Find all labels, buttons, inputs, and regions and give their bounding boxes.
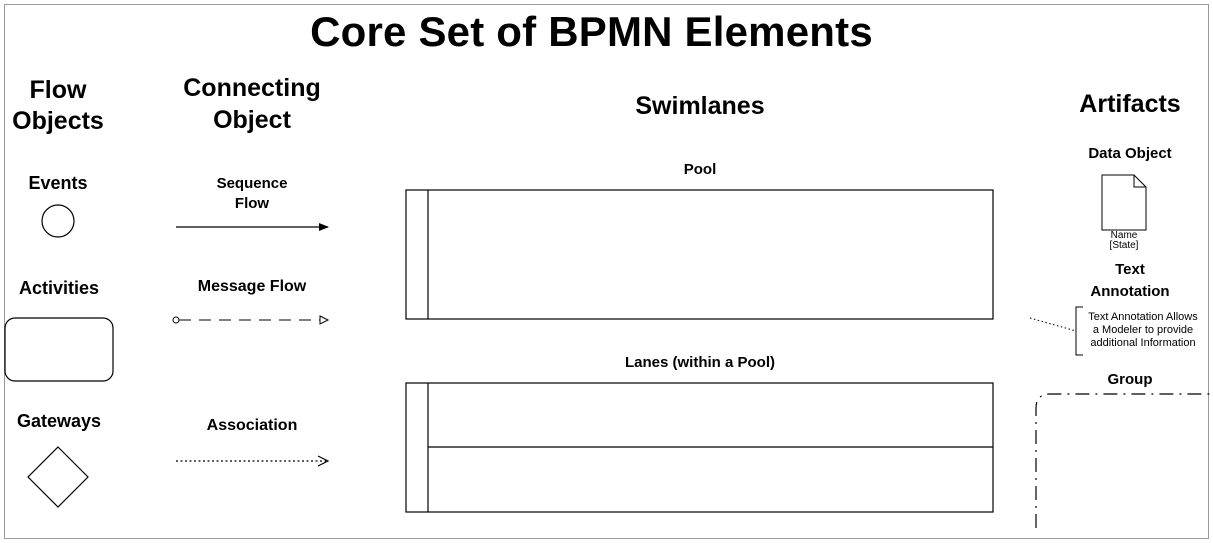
text-annotation-label-line1: Text bbox=[1115, 261, 1145, 278]
swimlanes-heading: Swimlanes bbox=[635, 92, 765, 120]
text-annotation-text-line2: a Modeler to provide bbox=[1092, 324, 1194, 336]
sequence-flow-label-line2: Flow bbox=[234, 195, 270, 212]
group-label: Group bbox=[1107, 371, 1153, 388]
data-object-label: Data Object bbox=[1088, 145, 1172, 162]
event-circle-icon bbox=[41, 204, 75, 238]
connecting-object-heading-line1: Connecting bbox=[183, 74, 321, 102]
text-annotation-text-line1: Text Annotation Allows bbox=[1088, 311, 1198, 323]
gateways-label: Gateways bbox=[16, 411, 102, 431]
pool-shape-icon bbox=[405, 189, 994, 320]
events-label: Events bbox=[28, 173, 88, 193]
association-label: Association bbox=[206, 417, 298, 434]
sequence-flow-label-line1: Sequence bbox=[216, 175, 288, 192]
message-flow-arrow-icon bbox=[172, 315, 330, 325]
flow-objects-heading-line2: Objects bbox=[12, 107, 104, 135]
diagram-frame bbox=[4, 4, 1209, 539]
activities-label: Activities bbox=[18, 278, 100, 298]
association-arrow-icon bbox=[176, 455, 330, 467]
text-annotation-icon bbox=[1029, 306, 1083, 356]
flow-objects-heading-line1: Flow bbox=[29, 76, 87, 104]
activity-rounded-rect-icon bbox=[4, 317, 114, 382]
lanes-shape-icon bbox=[405, 382, 994, 513]
artifacts-heading: Artifacts bbox=[1079, 90, 1181, 118]
pool-label: Pool bbox=[683, 161, 717, 178]
connecting-object-heading-line2: Object bbox=[213, 106, 291, 134]
page-title: Core Set of BPMN Elements bbox=[310, 8, 873, 55]
text-annotation-label-line2: Annotation bbox=[1090, 283, 1170, 300]
lanes-label: Lanes (within a Pool) bbox=[624, 354, 775, 371]
text-annotation-text-line3: additional Information bbox=[1090, 337, 1196, 349]
group-dashed-box-icon bbox=[1035, 393, 1212, 528]
data-object-icon bbox=[1101, 174, 1147, 231]
data-object-state: [State] bbox=[1109, 240, 1139, 251]
message-flow-label: Message Flow bbox=[197, 278, 307, 295]
gateway-diamond-icon bbox=[27, 446, 89, 508]
data-object-name: Name bbox=[1110, 230, 1138, 241]
